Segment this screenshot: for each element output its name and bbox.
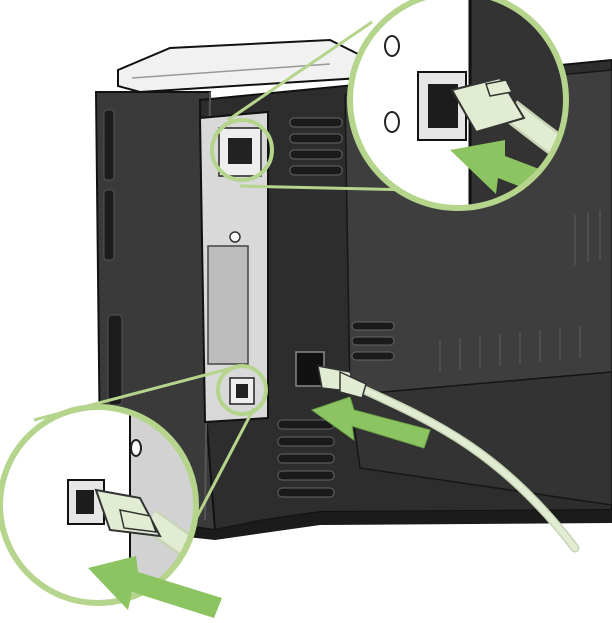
usb-b-port-icon: [76, 490, 94, 514]
callout-usb-port: [0, 404, 199, 606]
callout-marker-network: [210, 118, 274, 182]
insert-arrow-icon: [310, 396, 431, 449]
io-plate: [198, 110, 269, 424]
side-vents: [103, 109, 123, 406]
usb-cable-main: [317, 365, 580, 553]
rear-vents-upper: [289, 117, 343, 176]
callout-leader-top: [227, 20, 413, 192]
rear-vents-middle: [351, 321, 395, 361]
insert-arrow-icon: [88, 556, 222, 618]
usb-port-on-printer: [229, 377, 255, 405]
paper-tray: [117, 38, 361, 94]
callout-marker-usb: [216, 364, 268, 416]
